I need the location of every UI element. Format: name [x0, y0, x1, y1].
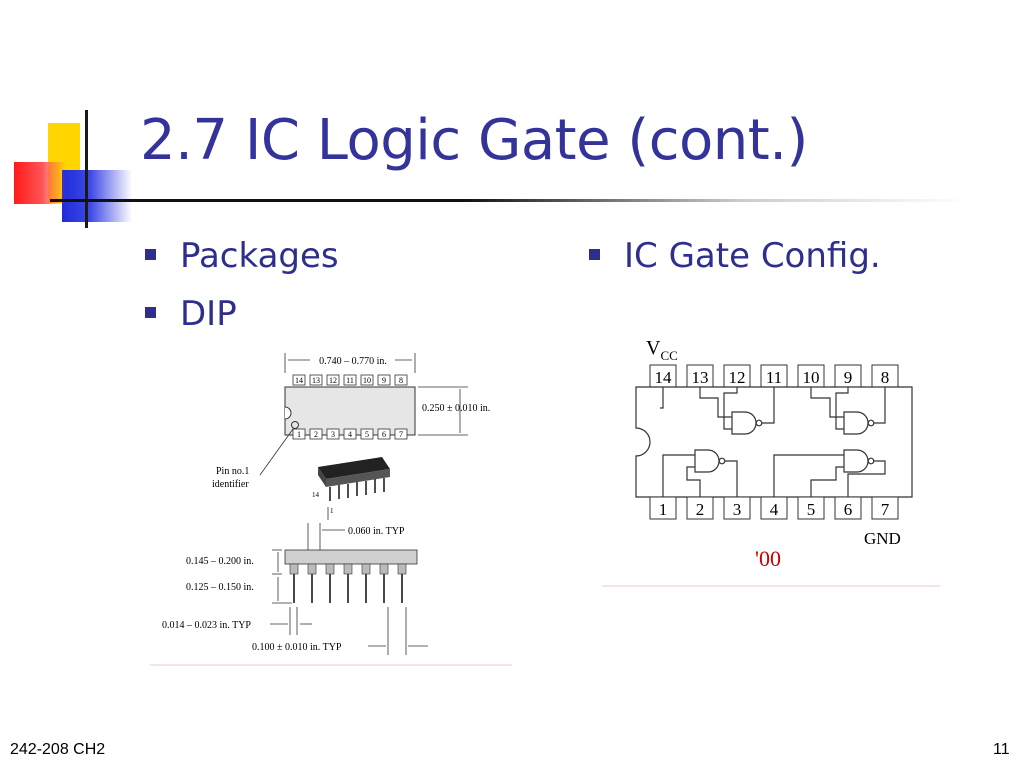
- nand-gate-icon: [810, 387, 886, 435]
- gate-bottom-pins: 1 2 3 4 5 6 7: [649, 496, 899, 520]
- gate-top-pin-label: 8: [881, 368, 890, 387]
- gate-config-figure: VCC 14 13 12 11 10 9 8 1 2 3 4 5 6 7: [602, 337, 940, 587]
- bullet-square-icon: [589, 249, 600, 260]
- bullet-text: Packages: [180, 236, 339, 276]
- chip-pin14-label: 14: [312, 491, 320, 499]
- gate-bottom-pin-label: 5: [807, 500, 816, 519]
- logo-red-square: [14, 162, 66, 204]
- bullet-dip: DIP: [145, 294, 237, 334]
- dip-top-pin-label: 8: [399, 376, 403, 385]
- bullet-text: IC Gate Config.: [624, 236, 881, 276]
- dip-bottom-pin-label: 4: [348, 430, 352, 439]
- gate-bottom-pin-label: 2: [696, 500, 705, 519]
- pin1-dot: [291, 421, 299, 429]
- gate-top-pin-label: 10: [803, 368, 820, 387]
- pin1-label-line1: Pin no.1: [216, 466, 249, 477]
- footer-page-number: 11: [993, 741, 1010, 758]
- logo-vertical-line: [85, 110, 88, 228]
- page-title: 2.7 IC Logic Gate (cont.): [140, 108, 808, 173]
- chip-pin1-label: 1: [330, 507, 334, 515]
- gate-top-pin-label: 12: [729, 368, 746, 387]
- bullet-square-icon: [145, 307, 156, 318]
- dip-bottom-pins: 1 2 3 4 5 6 7: [292, 428, 408, 440]
- gate-top-pin-label: 13: [692, 368, 709, 387]
- gate-top-pin-label: 14: [655, 368, 673, 387]
- gate-top-pin-label: 9: [844, 368, 853, 387]
- dip-bottom-pin-label: 1: [297, 430, 301, 439]
- part-number-label: '00: [755, 546, 781, 571]
- gate-top-pin-label: 11: [766, 368, 782, 387]
- dip-bottom-pin-label: 5: [365, 430, 369, 439]
- gate-bottom-pin-label: 6: [844, 500, 853, 519]
- dip-bottom-pin-label: 6: [382, 430, 386, 439]
- vcc-label: VCC: [646, 337, 678, 363]
- vcc-label-main: V: [646, 337, 661, 359]
- gate-bottom-pin-label: 4: [770, 500, 779, 519]
- dip-top-pin-label: 14: [295, 376, 303, 385]
- dip-top-pin-label: 11: [346, 376, 354, 385]
- height-dimension: 0.145 – 0.200 in.: [186, 556, 254, 567]
- dip-chip-3d-icon: [318, 457, 390, 501]
- vcc-label-sub: CC: [660, 348, 677, 363]
- dip-length-dimension: 0.740 – 0.770 in.: [319, 356, 387, 367]
- dip-width-dimension: 0.250 ± 0.010 in.: [422, 403, 490, 414]
- dip-top-pin-label: 9: [382, 376, 386, 385]
- pitch-dimension: 0.100 ± 0.010 in. TYP: [252, 642, 342, 653]
- dip-bottom-pin-label: 2: [314, 430, 318, 439]
- bullet-square-icon: [145, 249, 156, 260]
- dip-bottom-pin-label: 3: [331, 430, 335, 439]
- dip-top-pin-label: 12: [329, 376, 337, 385]
- dip-top-pins: 14 13 12 11 10 9 8: [292, 374, 408, 386]
- nand-gate-icon: [662, 449, 738, 497]
- logo-blue-square: [62, 170, 132, 222]
- dip-top-view-body: [284, 386, 416, 436]
- ic-body: [635, 386, 913, 498]
- gate-bottom-pin-label: 1: [659, 500, 668, 519]
- dip-bottom-pin-label: 7: [399, 430, 403, 439]
- nand-gate-icon: [773, 449, 886, 497]
- gate-bottom-pin-label: 7: [881, 500, 890, 519]
- dip-notch: [284, 406, 292, 420]
- bullet-text: DIP: [180, 294, 237, 334]
- pin1-label-line2: identifier: [212, 479, 249, 490]
- dip-top-pin-label: 13: [312, 376, 320, 385]
- title-underline: [50, 199, 970, 202]
- gate-top-pins: 14 13 12 11 10 9 8: [649, 364, 899, 388]
- footer-course-code: 242-208 CH2: [10, 741, 106, 758]
- lead-thickness-dimension: 0.014 – 0.023 in. TYP: [162, 620, 251, 631]
- bullet-packages: Packages: [145, 236, 339, 276]
- nand-gate-icon: [660, 387, 775, 435]
- dip-package-figure: 14 13 12 11 10 9 8 1 2 3 4 5 6 7 0.740 –…: [150, 353, 512, 666]
- pin-width-dimension: 0.060 in. TYP: [348, 526, 405, 537]
- dip-side-view-body: [284, 549, 418, 565]
- gate-bottom-pin-label: 3: [733, 500, 742, 519]
- dip-side-leads: [289, 563, 407, 575]
- bullet-ic-gate-config: IC Gate Config.: [589, 236, 881, 276]
- dip-top-pin-label: 10: [363, 376, 371, 385]
- lead-dimension: 0.125 – 0.150 in.: [186, 582, 254, 593]
- gnd-label: GND: [864, 529, 901, 548]
